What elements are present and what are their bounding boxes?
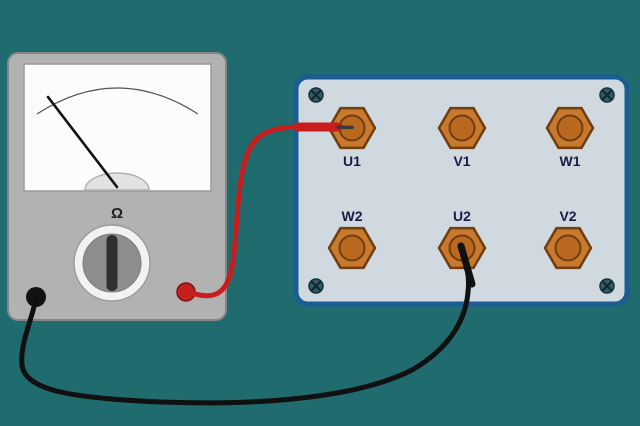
needle-pivot xyxy=(84,172,150,191)
terminal-w2 xyxy=(327,226,377,270)
ohm-symbol: Ω xyxy=(111,205,123,222)
corner-screws xyxy=(308,87,615,294)
terminal-label-v2: V2 xyxy=(559,208,576,224)
black-probe xyxy=(457,242,476,288)
dial-scale-arc xyxy=(36,87,199,115)
terminal-w1 xyxy=(545,106,595,150)
screw-icon xyxy=(599,278,615,294)
screw-icon xyxy=(308,87,324,103)
terminal-label-u1: U1 xyxy=(343,153,361,169)
screw-icon xyxy=(308,278,324,294)
test-leads xyxy=(19,122,476,406)
terminal-v1 xyxy=(437,106,487,150)
terminal-label-w2: W2 xyxy=(342,208,363,224)
red-probe-tip xyxy=(336,125,354,130)
red-wire xyxy=(183,124,305,299)
terminal-label-v1: V1 xyxy=(453,153,470,169)
black-wire xyxy=(19,247,471,406)
terminal-v2 xyxy=(543,226,593,270)
rotary-knob xyxy=(73,224,151,302)
terminal-box: U1 V1 W1 W2 U2 V2 xyxy=(293,74,630,307)
meter-needle xyxy=(46,95,119,189)
screw-icon xyxy=(599,87,615,103)
knob-pointer xyxy=(106,235,118,291)
terminal-label-w1: W1 xyxy=(560,153,581,169)
multimeter: Ω xyxy=(7,52,227,321)
terminal-label-u2: U2 xyxy=(453,208,471,224)
multimeter-dial xyxy=(23,63,212,192)
